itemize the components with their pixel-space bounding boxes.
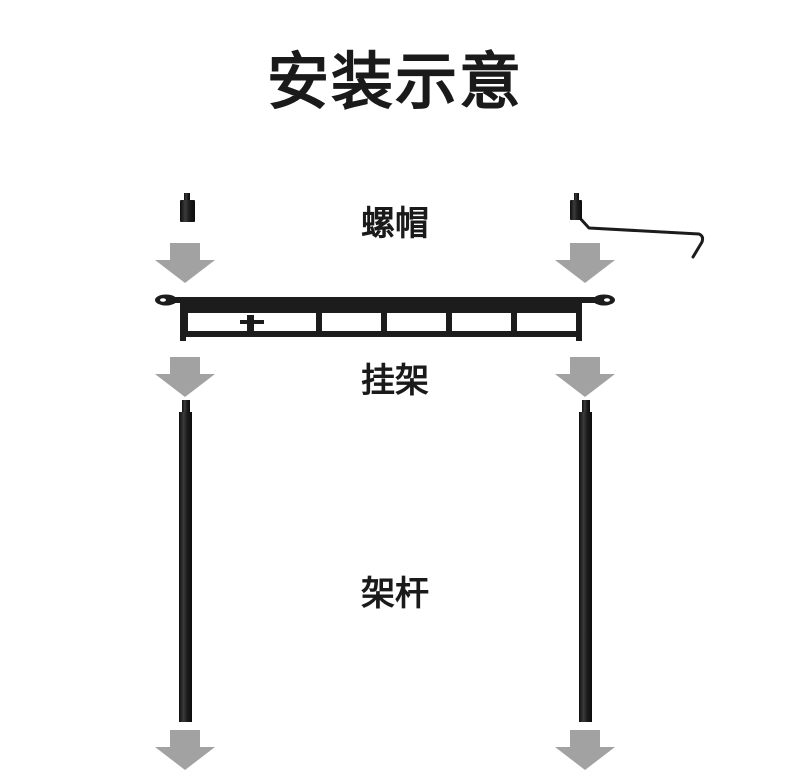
hanger-flange: [160, 297, 610, 303]
left-pole: [179, 400, 192, 722]
arrow-down-right-middle: [555, 357, 615, 397]
arrow-down-left-top: [155, 243, 215, 283]
arrow-down-right-bottom: [555, 730, 615, 770]
left-nut-body: [180, 200, 195, 222]
left-nut: [180, 193, 195, 222]
hanger-key-tab: [247, 315, 254, 331]
hanger-frame: [180, 303, 582, 337]
hanger-foot-left: [180, 336, 186, 341]
right-nut-with-hook: [570, 193, 705, 259]
page-title: 安装示意: [267, 45, 523, 118]
left-nut-stud: [184, 193, 190, 201]
label-pole: 架杆: [361, 574, 429, 614]
right-pole: [579, 400, 592, 722]
hanger-foot-right: [576, 336, 582, 341]
label-nut: 螺帽: [361, 204, 429, 244]
left-pole-tube: [179, 412, 192, 722]
arrow-down-left-bottom: [155, 730, 215, 770]
hanger-rack: [155, 294, 615, 341]
right-pole-tube: [579, 412, 592, 722]
right-pole-thread: [582, 400, 590, 414]
right-nut-stud: [574, 193, 579, 201]
hook-wire: [576, 214, 705, 259]
arrow-down-right-top: [555, 243, 615, 283]
hanger-ear-hole-left: [160, 298, 166, 302]
label-hanger: 挂架: [361, 361, 429, 401]
arrow-down-left-middle: [155, 357, 215, 397]
left-pole-thread: [182, 400, 190, 414]
right-nut-body: [570, 200, 582, 220]
hanger-ear-hole-right: [604, 298, 610, 302]
